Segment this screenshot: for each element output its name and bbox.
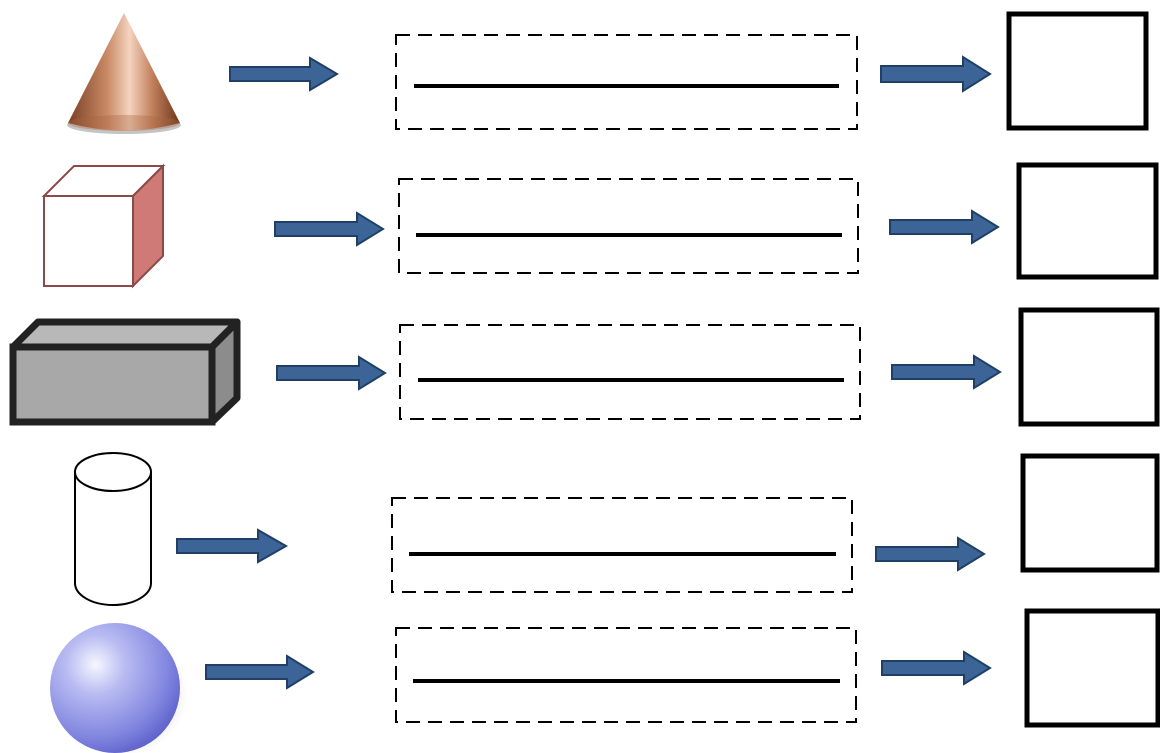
row-cube <box>41 162 1159 289</box>
arrow-icon <box>276 355 387 391</box>
arrow-icon <box>274 211 385 247</box>
answer-dashed-box[interactable] <box>395 627 857 723</box>
arrow-icon <box>881 650 992 686</box>
arrow-icon <box>176 528 289 564</box>
cube-icon <box>41 163 166 289</box>
answer-dashed-box[interactable] <box>391 497 853 593</box>
arrow-icon <box>205 654 315 690</box>
cylinder-icon <box>74 452 152 606</box>
answer-box[interactable] <box>1024 608 1160 728</box>
answer-dashed-box[interactable] <box>395 34 858 130</box>
arrow-icon <box>889 209 1000 245</box>
answer-box[interactable] <box>1016 162 1159 280</box>
arrow-icon <box>229 56 339 92</box>
arrow-icon <box>891 354 1002 390</box>
row-cone <box>67 11 1149 134</box>
row-sphere <box>50 608 1160 753</box>
arrow-icon <box>875 536 986 572</box>
cone-icon <box>67 13 181 134</box>
answer-box[interactable] <box>1006 11 1149 131</box>
sphere-icon <box>50 623 188 753</box>
answer-dashed-box[interactable] <box>398 178 859 274</box>
answer-box[interactable] <box>1020 453 1160 573</box>
row-cuboid <box>9 307 1160 427</box>
cuboid-icon <box>9 318 241 426</box>
answer-box[interactable] <box>1018 307 1160 427</box>
arrow-icon <box>880 55 992 93</box>
row-cylinder <box>74 452 1160 606</box>
answer-dashed-box[interactable] <box>399 324 861 420</box>
